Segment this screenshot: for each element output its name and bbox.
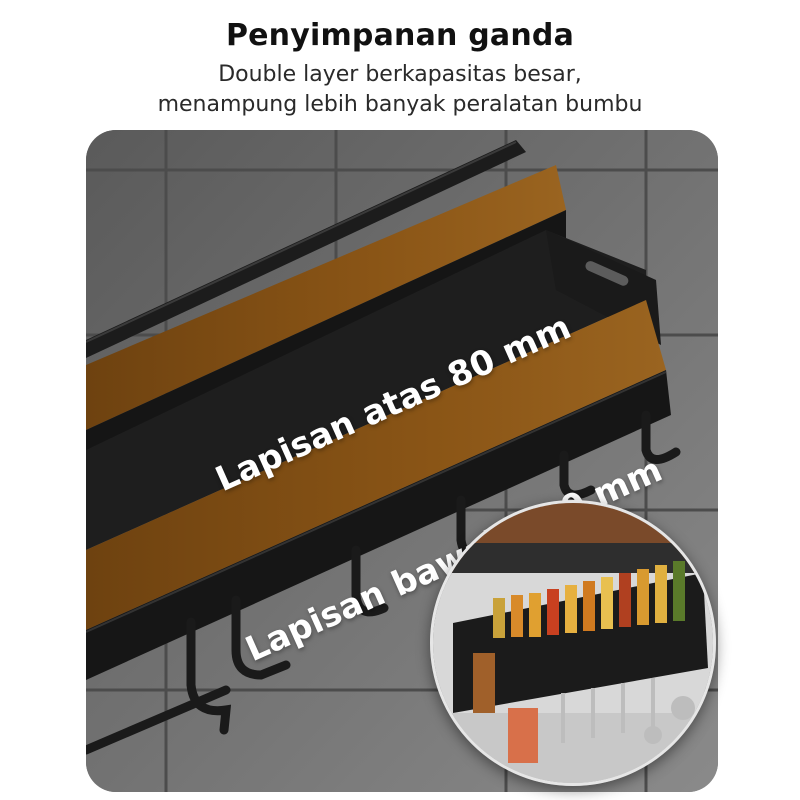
filled-rack-illustration [433,503,713,783]
subtitle-line-2: menampung lebih banyak peralatan bumbu [157,92,643,117]
page-title: Penyimpanan ganda [225,18,575,53]
product-photo: Lapisan atas 80 mm Lapisan bawah 110 mm [86,130,718,792]
inset-usage-photo [430,500,716,786]
spice-rack-illustration [86,130,718,792]
subtitle-line-1: Double layer berkapasitas besar, [218,62,582,87]
